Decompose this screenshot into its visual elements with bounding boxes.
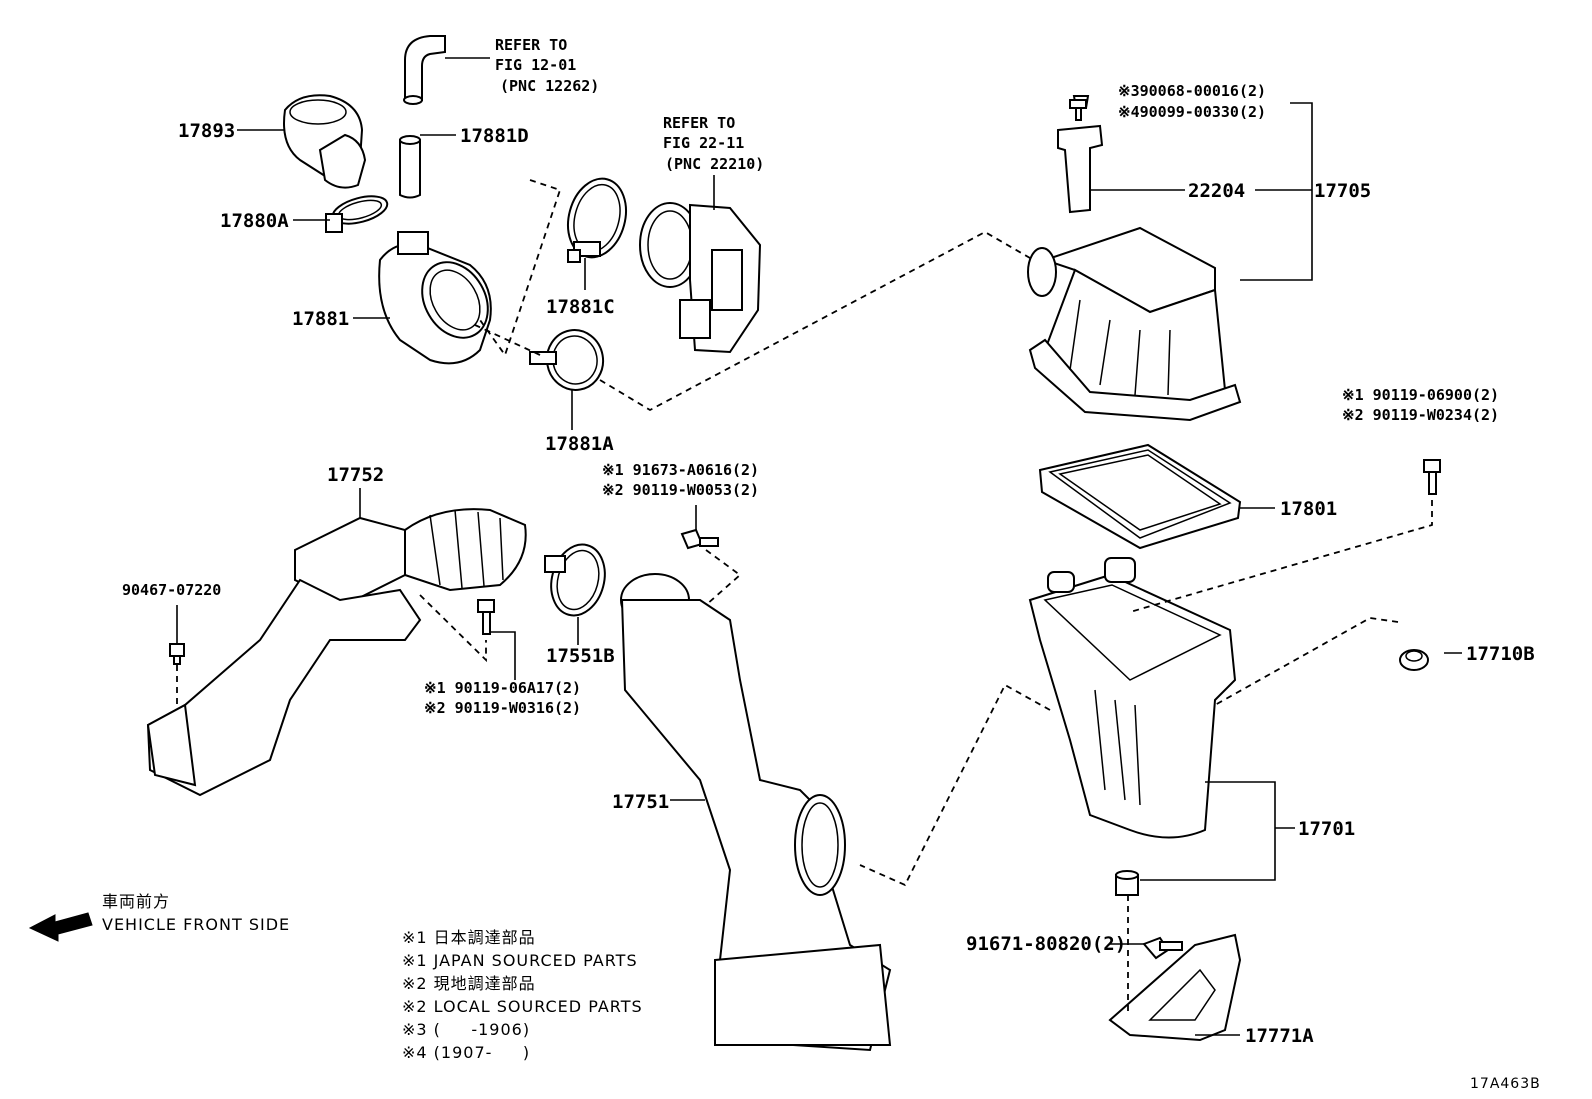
figure-code: 17A463B xyxy=(1470,1076,1541,1092)
note-1: ※1 日本調達部品 xyxy=(402,928,536,947)
part-17881C: 17881C xyxy=(546,296,615,318)
dashed-connectors xyxy=(176,179,1433,1015)
bolt-label-90119-W0053: ※2 90119-W0053(2) xyxy=(602,481,759,499)
air-cleaner-cap-17705 xyxy=(1027,226,1242,422)
part-91671: 91671-80820(2) xyxy=(966,933,1126,955)
bolt-91671 xyxy=(1142,936,1183,960)
bolt-label-390068: ※390068-00016(2) xyxy=(1118,82,1266,100)
bolt-label-90119-W0316: ※2 90119-W0316(2) xyxy=(424,699,581,717)
bolt-90119-06A17 xyxy=(477,599,495,635)
part-17880A: 17880A xyxy=(220,210,289,232)
part-17551B: 17551B xyxy=(546,645,615,667)
breather-hose-ref xyxy=(403,35,446,105)
front-direction-arrow-icon xyxy=(28,912,93,942)
bolt-90467 xyxy=(169,643,185,665)
clamp-17881C xyxy=(567,177,627,263)
note-6: ※4 (1907- ) xyxy=(402,1043,530,1062)
direction-en: VEHICLE FRONT SIDE xyxy=(102,915,290,934)
bolt-91673 xyxy=(680,528,719,550)
elbow-17881 xyxy=(378,231,492,365)
part-17893: 17893 xyxy=(178,120,235,142)
air-cleaner-case-17701 xyxy=(1028,557,1237,839)
bolt-label-90119-06900: ※1 90119-06900(2) xyxy=(1342,386,1499,404)
refer-12-line3: (PNC 12262) xyxy=(500,77,599,95)
refer-22-line2: FIG 22-11 xyxy=(663,134,744,152)
hose-17881D xyxy=(399,135,421,199)
refer-22-line1: REFER TO xyxy=(663,114,735,132)
resonator-17751 xyxy=(620,573,892,1052)
bolt-90119-top xyxy=(1069,99,1087,121)
part-17881: 17881 xyxy=(292,308,349,330)
bolt-label-90119-06A17: ※1 90119-06A17(2) xyxy=(424,679,581,697)
refer-22-line3: (PNC 22210) xyxy=(665,155,764,173)
bolt-label-90119-W0234: ※2 90119-W0234(2) xyxy=(1342,406,1499,424)
clamp-17881A xyxy=(529,329,605,391)
part-17710B: 17710B xyxy=(1466,643,1535,665)
note-2: ※1 JAPAN SOURCED PARTS xyxy=(402,951,638,970)
filter-element-17801 xyxy=(1038,443,1242,550)
bolt-90119-06900 xyxy=(1423,459,1441,495)
part-17801: 17801 xyxy=(1280,498,1337,520)
bolt-label-91673: ※1 91673-A0616(2) xyxy=(602,461,759,479)
part-17751: 17751 xyxy=(612,791,669,813)
part-17881A: 17881A xyxy=(545,433,614,455)
part-17881D: 17881D xyxy=(460,125,529,147)
note-3: ※2 現地調達部品 xyxy=(402,974,536,993)
part-17705: 17705 xyxy=(1314,180,1371,202)
throttle-body-ref xyxy=(639,202,762,354)
refer-12-line1: REFER TO xyxy=(495,36,567,54)
part-22204: 22204 xyxy=(1188,180,1245,202)
grommet-17710B xyxy=(1399,649,1429,671)
leader-lines xyxy=(176,57,1462,1036)
grommet-17701 xyxy=(1115,870,1139,896)
bracket-17771A xyxy=(1108,933,1242,1042)
refer-12-line2: FIG 12-01 xyxy=(495,56,576,74)
resonator-17893 xyxy=(283,94,367,189)
note-4: ※2 LOCAL SOURCED PARTS xyxy=(402,997,643,1016)
clamp-17880A xyxy=(325,195,389,233)
part-90467: 90467-07220 xyxy=(122,581,221,599)
part-17752: 17752 xyxy=(327,464,384,486)
note-5: ※3 ( -1906) xyxy=(402,1020,530,1039)
part-17771A: 17771A xyxy=(1245,1025,1314,1047)
bolt-label-490099: ※490099-00330(2) xyxy=(1118,103,1266,121)
clamp-17551B xyxy=(544,543,606,617)
part-17701: 17701 xyxy=(1298,818,1355,840)
duct-17752 xyxy=(146,508,527,797)
direction-jp: 車両前方 xyxy=(102,892,170,911)
